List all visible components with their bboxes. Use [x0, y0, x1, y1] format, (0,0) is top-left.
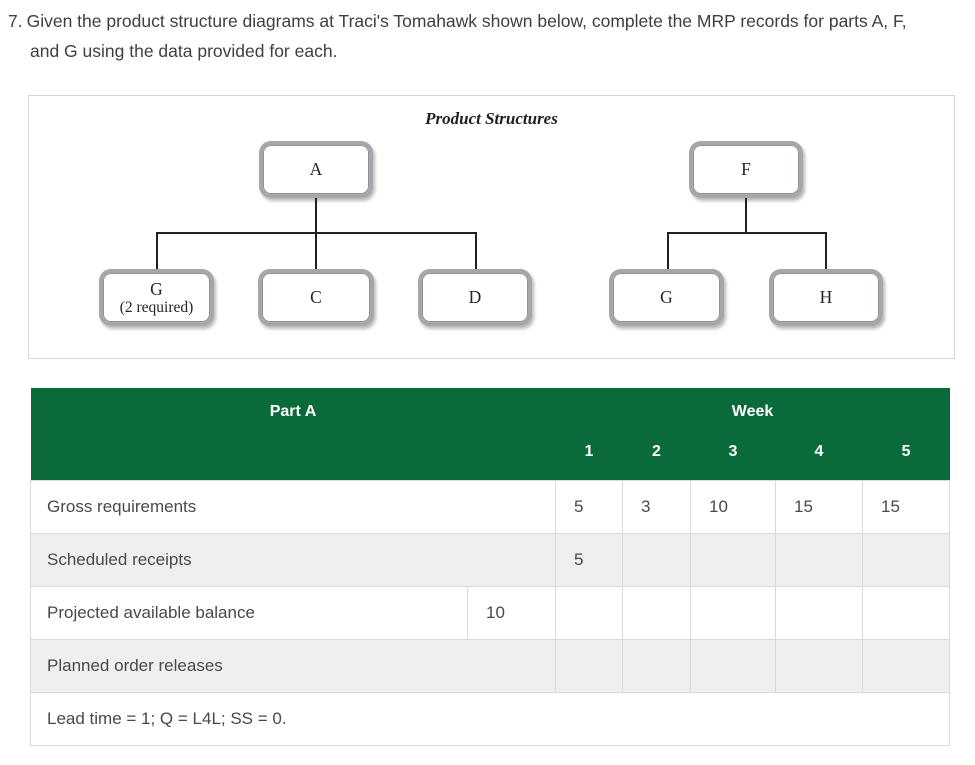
question-number: 7. — [8, 11, 23, 31]
gross-requirements-week-5: 15 — [861, 479, 951, 534]
node-part-f: F — [689, 141, 803, 198]
row-label: Scheduled receipts — [30, 532, 556, 587]
node-part-g-label: G — [150, 278, 163, 299]
connector-line — [315, 232, 317, 269]
gross-requirements-week-1: 5 — [555, 479, 623, 534]
week-4-header: 4 — [775, 435, 863, 480]
node-part-g-quantity-note: (2 required) — [119, 298, 194, 316]
projected-available-balance-row: Projected available balance 10 — [30, 585, 951, 640]
week-5-header: 5 — [862, 435, 950, 480]
gross-requirements-row: Gross requirements 5 3 10 15 15 — [30, 479, 951, 534]
week-2-header: 2 — [622, 435, 691, 480]
projected-available-balance-week-1 — [555, 585, 623, 640]
scheduled-receipts-week-5 — [861, 532, 951, 587]
diagram-title: Product Structures — [425, 109, 558, 128]
week-3-header: 3 — [690, 435, 776, 480]
node-part-c-label: C — [310, 287, 322, 308]
product-structures-panel: Product Structures A F G (2 required) C … — [28, 95, 955, 359]
node-part-a-label: A — [309, 159, 323, 180]
node-part-h-label: H — [819, 287, 833, 308]
planned-order-releases-week-4 — [775, 638, 863, 693]
planned-order-releases-week-5 — [861, 638, 951, 693]
lead-time-note: Lead time = 1; Q = L4L; SS = 0. — [29, 691, 951, 746]
scheduled-receipts-week-2 — [622, 532, 691, 587]
planned-order-releases-week-1 — [555, 638, 623, 693]
question-text: 7.Given the product structure diagrams a… — [8, 6, 938, 66]
node-part-c: C — [258, 269, 374, 326]
projected-available-balance-initial: 10 — [467, 585, 556, 640]
connector-line — [825, 232, 827, 269]
scheduled-receipts-week-4 — [775, 532, 863, 587]
scheduled-receipts-week-3 — [690, 532, 776, 587]
scheduled-receipts-week-1: 5 — [555, 532, 623, 587]
node-part-h: H — [769, 269, 883, 326]
question-body: Given the product structure diagrams at … — [26, 11, 907, 61]
projected-available-balance-week-4 — [775, 585, 863, 640]
node-part-d: D — [418, 269, 532, 326]
projected-available-balance-week-3 — [690, 585, 776, 640]
node-part-f-label: F — [741, 159, 751, 180]
connector-line — [745, 198, 747, 234]
table-header-row: Part A Week — [30, 388, 950, 435]
connector-line — [315, 198, 317, 234]
planned-order-releases-row: Planned order releases — [30, 638, 951, 693]
gross-requirements-week-2: 3 — [622, 479, 691, 534]
node-part-a: A — [259, 141, 373, 198]
week-number-row: 1 2 3 4 5 — [30, 435, 950, 480]
row-label: Projected available balance — [30, 585, 468, 640]
row-label: Planned order releases — [30, 638, 556, 693]
mrp-table-part-a: Part A Week 1 2 3 4 5 Gross requirements… — [29, 388, 951, 746]
week-header: Week — [555, 388, 950, 435]
projected-available-balance-week-2 — [622, 585, 691, 640]
row-label: Gross requirements — [30, 479, 556, 534]
node-part-d-label: D — [468, 287, 482, 308]
gross-requirements-week-3: 10 — [690, 479, 776, 534]
week-header-spacer — [30, 435, 556, 480]
projected-available-balance-week-5 — [861, 585, 951, 640]
lead-time-row: Lead time = 1; Q = L4L; SS = 0. — [29, 691, 951, 746]
node-part-g-under-a: G (2 required) — [99, 269, 214, 326]
week-1-header: 1 — [555, 435, 623, 480]
connector-line — [475, 232, 477, 269]
connector-line — [156, 232, 158, 269]
node-part-g-under-f: G — [609, 269, 724, 326]
connector-line — [667, 232, 669, 269]
part-header: Part A — [30, 388, 556, 435]
planned-order-releases-week-3 — [690, 638, 776, 693]
connector-line — [667, 232, 827, 234]
gross-requirements-week-4: 15 — [775, 479, 863, 534]
planned-order-releases-week-2 — [622, 638, 691, 693]
node-part-g2-label: G — [660, 287, 673, 308]
scheduled-receipts-row: Scheduled receipts 5 — [30, 532, 951, 587]
